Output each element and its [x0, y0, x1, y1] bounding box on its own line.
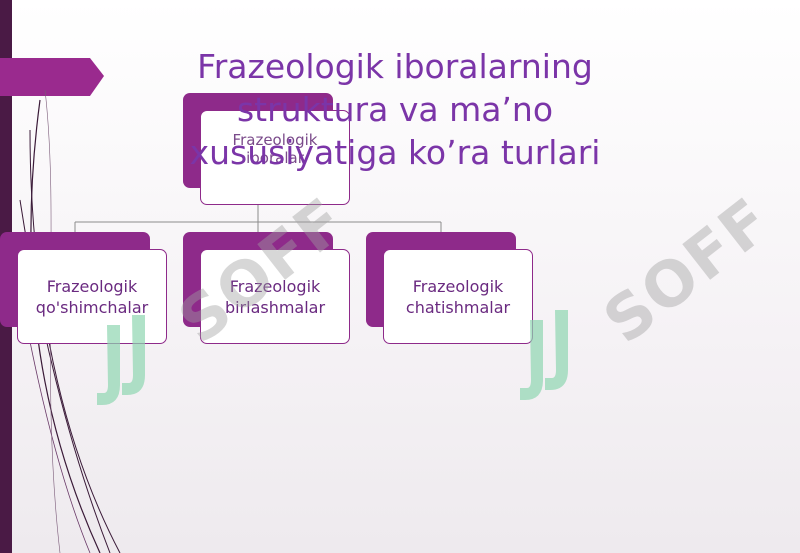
child-node-3-label: Frazeologik chatishmalar: [405, 276, 511, 317]
arrow-banner: [0, 58, 104, 96]
child-node-3: Frazeologik chatishmalar: [383, 249, 533, 344]
slide-title: Frazeologik iboralarning struktura va ma…: [189, 47, 601, 172]
root-node: Frazeologik iboralar: [200, 110, 350, 205]
child-node-2: Frazeologik birlashmalar: [200, 249, 350, 344]
root-node-label: Frazeologik iboralar: [232, 131, 318, 167]
child-node-2-label: Frazeologik birlashmalar: [224, 276, 326, 317]
child-node-1-label: Frazeologik qo'shimchalar: [35, 276, 149, 317]
watermark-text-right: SOFF: [590, 182, 785, 358]
child-node-1: Frazeologik qo'shimchalar: [17, 249, 167, 344]
